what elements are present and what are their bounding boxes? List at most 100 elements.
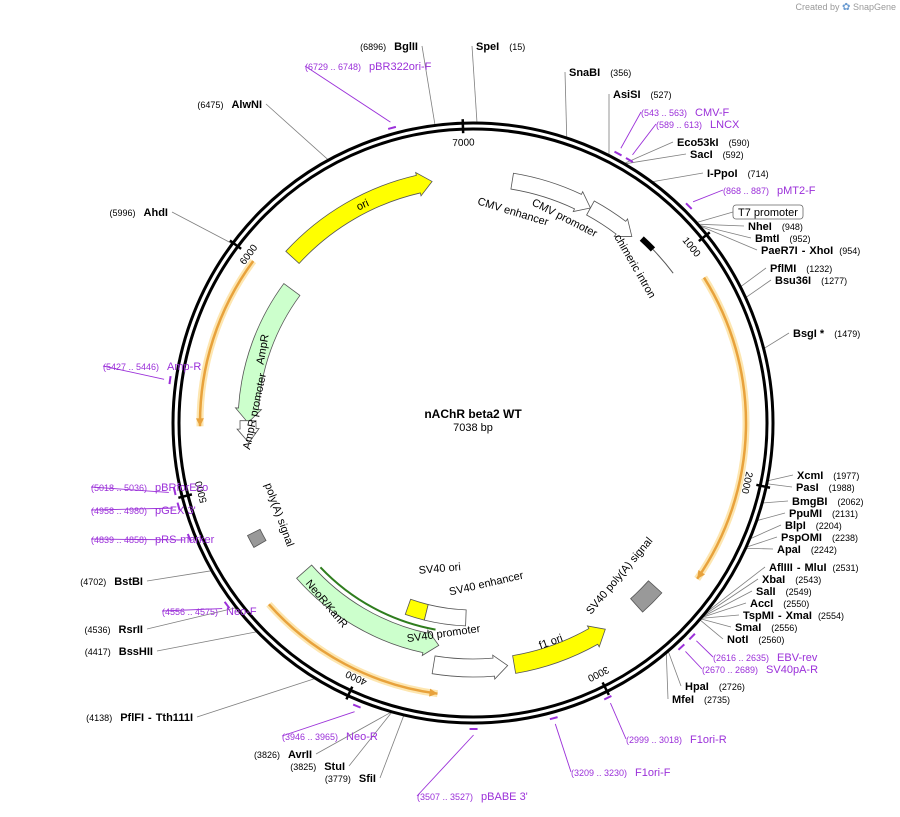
site-position: (2204): [816, 521, 842, 531]
site-hpai[interactable]: HpaI(2726): [685, 681, 745, 693]
feature-cmv-enhancer[interactable]: [510, 172, 592, 213]
site-bsu36i[interactable]: Bsu36I(1277): [775, 275, 847, 287]
primer-range: (5427 .. 5446): [103, 362, 159, 372]
site-position: (6475): [197, 100, 223, 110]
site-aflIII-mlui[interactable]: AflIII-MluI(2531): [769, 562, 859, 574]
site-xbai[interactable]: XbaI(2543): [762, 574, 821, 586]
site-leader-line: [651, 172, 704, 183]
site-bmti[interactable]: BmtI(952): [755, 233, 810, 245]
site-nhei[interactable]: NheI(948): [748, 221, 803, 233]
feature-f1-ori[interactable]: [512, 625, 606, 674]
primer-prs-marker[interactable]: (4839 .. 4858)pRS-marker: [91, 534, 215, 546]
primer-sv40pa-r[interactable]: (2670 .. 2689)SV40pA-R: [702, 664, 818, 676]
site-smai[interactable]: SmaI(2556): [735, 622, 797, 634]
primer-f1ori-f[interactable]: (3209 .. 3230)F1ori-F: [571, 767, 671, 779]
site-ppumi[interactable]: PpuMI(2131): [789, 508, 858, 520]
site-rsrii[interactable]: (4536)RsrII: [85, 624, 143, 636]
neo-orf-line: [319, 566, 436, 631]
site-position: (2550): [783, 599, 809, 609]
site-sali[interactable]: SalI(2549): [756, 586, 812, 598]
tick-label: 7000: [452, 137, 475, 149]
feature-sv40-promoter[interactable]: [431, 654, 509, 680]
site-i-ppoi[interactable]: I-PpoI(714): [707, 168, 769, 180]
primer-ebv-rev[interactable]: (2616 .. 2635)EBV-rev: [713, 652, 818, 664]
primer-pbrforeco[interactable]: (5018 .. 5036)pBRforEco: [91, 482, 208, 494]
site-bmgbi[interactable]: BmgBI(2062): [792, 496, 863, 508]
feature-cmv-promoter[interactable]: [586, 200, 633, 237]
site-name: SacI: [690, 149, 713, 161]
site-snabi[interactable]: SnaBI(356): [569, 67, 631, 79]
primer-leader-line: [90, 507, 173, 511]
tick-mark: [178, 493, 193, 500]
site-sfii[interactable]: (3779)SfiI: [325, 773, 376, 785]
site-mfei[interactable]: MfeI(2735): [672, 694, 730, 706]
primer-range: (2999 .. 3018): [626, 735, 682, 745]
primer-neo-f[interactable]: (4556 .. 4575)Neo-F: [162, 606, 257, 618]
site-noti[interactable]: NotI(2560): [727, 634, 784, 646]
site-name: AhdI: [144, 207, 168, 219]
orf-arrowhead: [697, 569, 706, 579]
site-pasi[interactable]: PasI(1988): [796, 482, 855, 494]
feature-ampr[interactable]: [234, 283, 301, 424]
primer-cmv-f[interactable]: (543 .. 563)CMV-F: [641, 107, 730, 119]
plasmid-length: 7038 bp: [453, 422, 493, 434]
primer-pbabe3[interactable]: (3507 .. 3527)pBABE 3': [417, 791, 528, 803]
primer-lncx[interactable]: (589 .. 613)LNCX: [656, 119, 740, 131]
site-name: XbaI: [762, 574, 785, 586]
site-name: AvrII: [288, 749, 312, 761]
site-name-2: XhoI: [809, 245, 833, 257]
site-spei[interactable]: SpeI(15): [476, 41, 525, 53]
site-saci[interactable]: SacI(592): [690, 149, 744, 161]
site-bsshii[interactable]: (4417)BssHII: [85, 646, 153, 658]
feature-sv40-polya[interactable]: [630, 580, 663, 613]
site-asisi[interactable]: AsiSI(527): [613, 89, 672, 101]
primer-pgex3[interactable]: (4958 .. 4980)pGEX 3': [91, 505, 196, 517]
feature-ori[interactable]: [285, 171, 433, 265]
site-leader-line: [623, 141, 674, 165]
site-tspmi-xmai[interactable]: TspMI-XmaI(2554): [743, 610, 844, 622]
site-alwni[interactable]: (6475)AlwNI: [197, 99, 262, 111]
site-name: AsiSI: [613, 89, 641, 101]
primer-pbr322ori-f[interactable]: (6729 .. 6748)pBR322ori-F: [305, 61, 432, 73]
primer-range: (4958 .. 4980): [91, 506, 147, 516]
site-acci[interactable]: AccI(2550): [750, 598, 809, 610]
primer-name: pBABE 3': [481, 791, 528, 803]
site-stui[interactable]: (3825)StuI: [290, 761, 345, 773]
site-pfimi[interactable]: PflMI(1232): [770, 263, 832, 275]
snapgene-credit: Created by ✿ SnapGene: [796, 2, 897, 13]
primer-neo-r[interactable]: (3946 .. 3965)Neo-R: [282, 731, 378, 743]
site-name: TspMI: [743, 610, 774, 622]
site-leader-line: [156, 631, 258, 652]
site-apai[interactable]: ApaI(2242): [777, 544, 837, 556]
site-ahdi[interactable]: (5996)AhdI: [110, 207, 168, 219]
site-pspomi[interactable]: PspOMI(2238): [781, 532, 858, 544]
site-position: (2554): [818, 611, 844, 621]
site-paer7i-xhoi[interactable]: PaeR7I-XhoI(954): [761, 245, 860, 257]
feature-polya[interactable]: [246, 528, 267, 548]
site-bglii[interactable]: (6896)BglII: [360, 41, 418, 53]
site-leader-line: [745, 547, 774, 550]
site-leader-line: [146, 607, 237, 630]
site-avrii[interactable]: (3826)AvrII: [254, 749, 312, 761]
site-blpi[interactable]: BlpI(2204): [785, 520, 842, 532]
orf-arrowhead: [429, 688, 438, 697]
site-name: I-PpoI: [707, 168, 738, 180]
feature-t7-promoter[interactable]: T7 promoter: [732, 204, 804, 220]
site-eco53ki[interactable]: Eco53kI(590): [677, 137, 750, 149]
site-leader-line: [421, 45, 436, 126]
feature-label-sv40-ori: SV40 ori: [418, 561, 461, 577]
site-pflfi-tth111i[interactable]: (4138)PflFI-Tth111I: [86, 712, 193, 724]
feature-sv40-ori[interactable]: [404, 598, 429, 621]
primer-pmt2-f[interactable]: (868 .. 887)pMT2-F: [723, 185, 816, 197]
feature-sv40-enhancer[interactable]: [423, 604, 467, 627]
site-bsgi[interactable]: BsgI *(1479): [793, 328, 860, 340]
primer-mark: [603, 695, 612, 701]
primer-f1ori-r[interactable]: (2999 .. 3018)F1ori-R: [626, 734, 727, 746]
site-bstbi[interactable]: (4702)BstBI: [80, 576, 143, 588]
site-xcmi[interactable]: XcmI(1977): [797, 470, 859, 482]
feature-ampr-promoter[interactable]: [236, 420, 260, 444]
feature-neor-kanr[interactable]: [296, 564, 440, 657]
primer-amp-r[interactable]: (5427 .. 5446)Amp-R: [103, 361, 201, 373]
primer-range: (5018 .. 5036): [91, 483, 147, 493]
feature-chimeric-intron[interactable]: [639, 236, 656, 252]
